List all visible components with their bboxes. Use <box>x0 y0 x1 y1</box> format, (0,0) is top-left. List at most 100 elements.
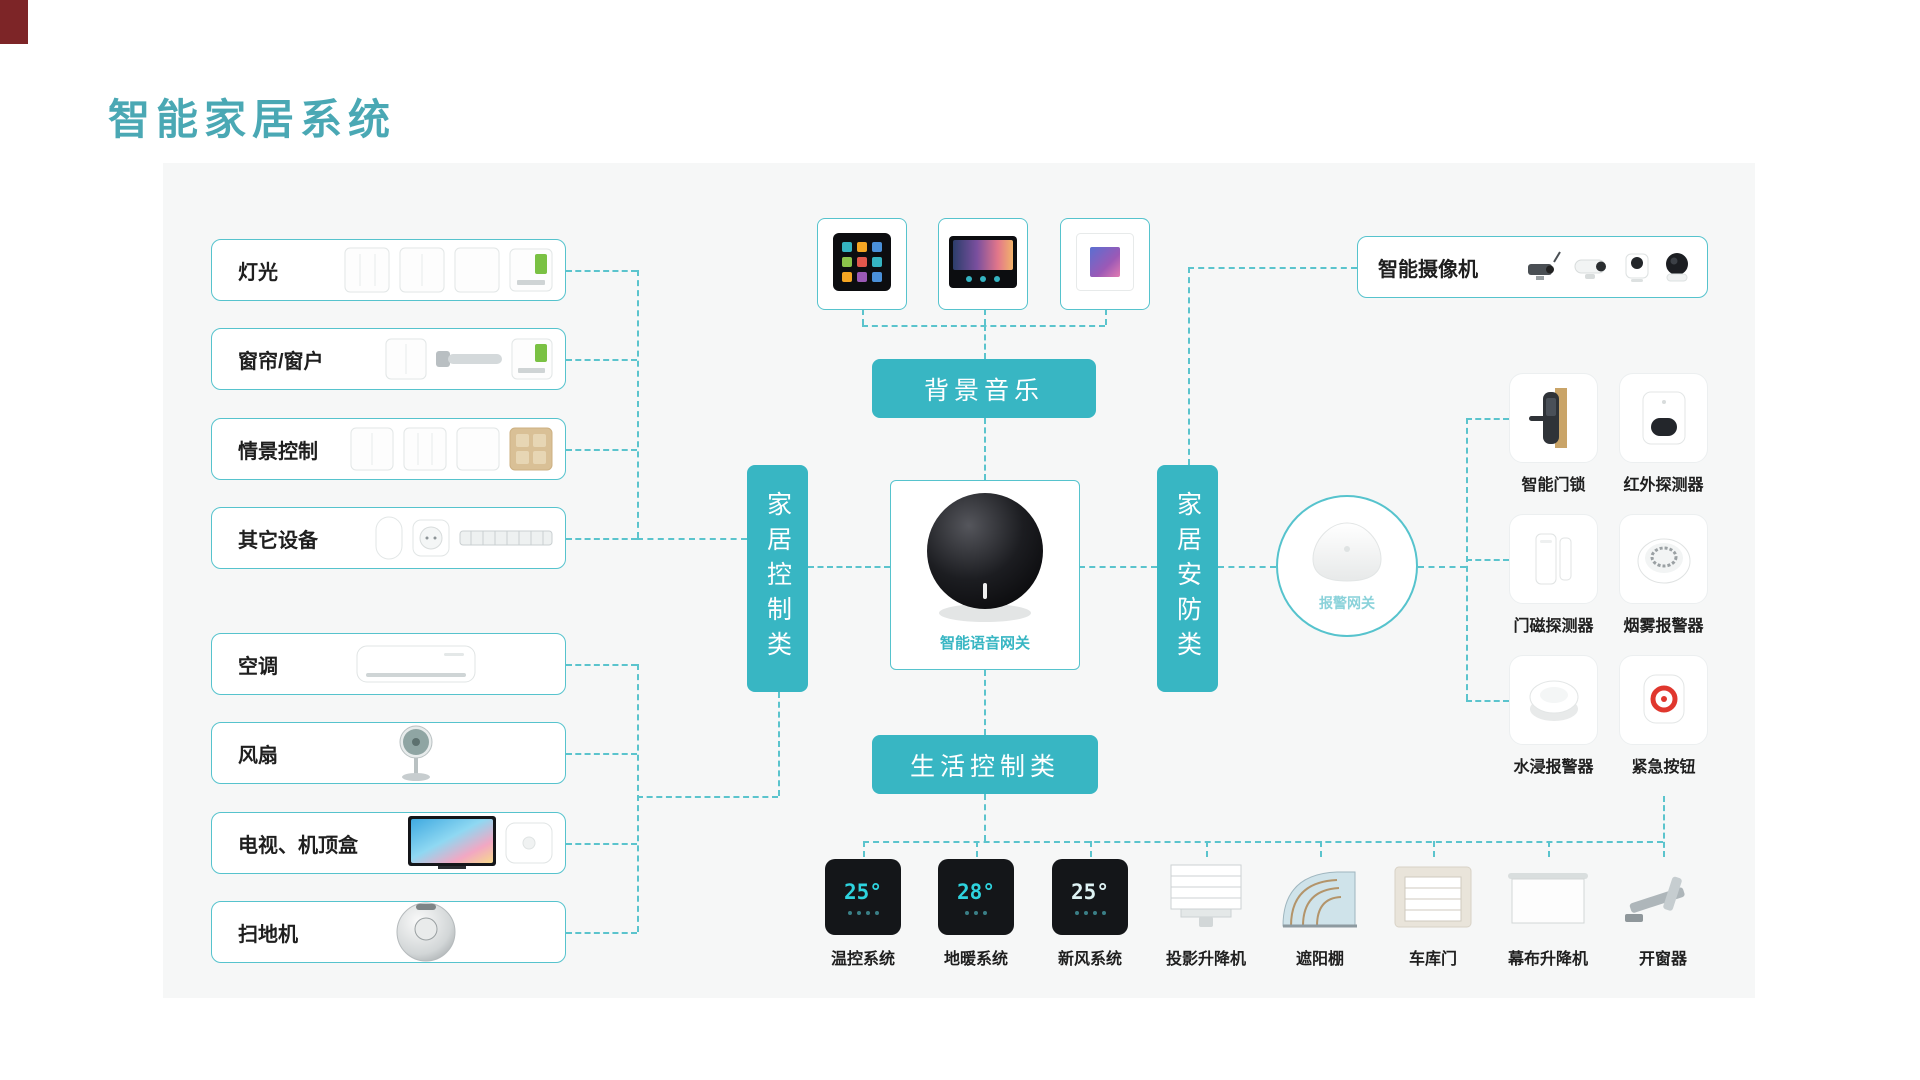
pir-detector-icon <box>1619 373 1708 463</box>
device-thermostat: 25° 温控系统 <box>808 857 918 969</box>
home-security-box: 家居安防类 <box>1157 465 1218 692</box>
touch-panel-photo-icon <box>949 235 1017 293</box>
ac-icons <box>356 645 476 683</box>
tv-icons <box>408 816 553 870</box>
group-label: 窗帘/窗户 <box>238 350 324 373</box>
smart-socket-icon <box>412 519 450 557</box>
water-leak-alarm-icon <box>1509 655 1598 745</box>
camera-panel-label: 智能摄像机 <box>1378 258 1478 281</box>
connector-line <box>862 309 864 325</box>
background-music-box: 背景音乐 <box>872 359 1096 418</box>
connector-line <box>1320 841 1322 857</box>
camera-panel: 智能摄像机 <box>1357 236 1708 298</box>
touch-panel-grid-icon <box>833 232 891 296</box>
voice-gateway-box: 智能语音网关 <box>890 480 1080 670</box>
group-label: 电视、机顶盒 <box>238 834 358 857</box>
group-label: 空调 <box>238 655 278 678</box>
group-lighting: 灯光 <box>211 239 566 301</box>
vacuum-icons <box>396 902 456 962</box>
connector-line <box>863 841 865 857</box>
scene-panel-icon <box>350 427 394 471</box>
thermostat-display: 25° <box>1071 879 1109 904</box>
group-tv-settop: 电视、机顶盒 <box>211 812 566 874</box>
connector-line <box>566 843 637 845</box>
device-label: 温控系统 <box>830 951 895 968</box>
device-door-magnet: 门磁探测器 <box>1509 514 1598 636</box>
control-panel-apps <box>817 218 907 310</box>
connector-line <box>1433 841 1435 857</box>
lighting-icons <box>344 247 553 293</box>
settop-box-icon <box>505 822 553 864</box>
connector-line <box>566 270 637 272</box>
connector-line <box>566 449 637 451</box>
device-pir-detector: 红外探测器 <box>1619 373 1708 495</box>
curtain-switch-icon <box>385 338 427 380</box>
scene-icons <box>350 427 553 471</box>
device-label: 开窗器 <box>1638 951 1687 968</box>
device-label: 地暖系统 <box>943 951 1008 968</box>
thermostat-dots <box>965 910 987 915</box>
background-music-label: 背景音乐 <box>923 376 1044 405</box>
connector-line <box>984 325 986 359</box>
fresh-air-panel-icon: 25° <box>1052 857 1128 937</box>
connector-line <box>1466 559 1509 561</box>
device-label: 新风系统 <box>1057 951 1122 968</box>
connector-line <box>1663 796 1665 857</box>
sensor-pebble-icon <box>375 516 403 560</box>
drying-rack-icon <box>459 528 553 548</box>
thermostat-dots <box>847 910 879 915</box>
connector-line <box>566 359 637 361</box>
floor-heating-panel-icon: 28° <box>938 857 1014 937</box>
group-curtains: 窗帘/窗户 <box>211 328 566 390</box>
group-label: 风扇 <box>238 744 278 767</box>
device-garage-door: 车库门 <box>1378 857 1488 969</box>
relay-module-icon <box>509 248 553 292</box>
window-opener-icon <box>1621 857 1705 937</box>
scene-panel-icon <box>456 427 500 471</box>
connector-line <box>863 841 1663 843</box>
connector-line <box>1188 267 1190 465</box>
alarm-gateway-device-icon <box>1307 519 1387 590</box>
wall-switch-3gang-icon <box>344 247 390 293</box>
voice-gateway-device-icon <box>925 491 1045 630</box>
device-label: 门磁探测器 <box>1513 618 1594 635</box>
thermostat-display: 25° <box>844 879 882 904</box>
sos-button-icon <box>1619 655 1708 745</box>
home-control-label: 家居控制类 <box>763 491 792 666</box>
life-control-label: 生活控制类 <box>909 752 1060 781</box>
wood-scene-panel-icon <box>509 427 553 471</box>
corner-mark <box>0 0 28 44</box>
device-awning: 遮阳棚 <box>1265 857 1375 969</box>
page-title: 智能家居系统 <box>108 98 397 144</box>
outdoor-camera-icon <box>1526 250 1564 284</box>
control-panel-scene <box>938 218 1028 310</box>
connector-line <box>637 796 778 798</box>
device-label: 烟雾报警器 <box>1623 618 1704 635</box>
voice-gateway-label: 智能语音网关 <box>939 635 1030 652</box>
robot-vacuum-icon <box>396 902 456 962</box>
group-other-devices: 其它设备 <box>211 507 566 569</box>
device-projector-lift: 投影升降机 <box>1151 857 1261 969</box>
awning-icon <box>1277 857 1363 937</box>
connector-line <box>566 538 637 540</box>
life-control-box: 生活控制类 <box>872 735 1098 794</box>
connector-line <box>1079 566 1157 568</box>
group-label: 扫地机 <box>238 923 298 946</box>
group-label: 灯光 <box>238 261 278 284</box>
device-label: 投影升降机 <box>1165 951 1246 968</box>
door-lock-icon <box>1509 373 1598 463</box>
alarm-gateway-circle: 报警网关 <box>1276 495 1418 637</box>
garage-door-icon <box>1393 857 1473 937</box>
group-fan: 风扇 <box>211 722 566 784</box>
device-floor-heating: 28° 地暖系统 <box>921 857 1031 969</box>
connector-line <box>778 692 780 796</box>
smoke-alarm-icon <box>1619 514 1708 604</box>
connector-line <box>862 325 1105 327</box>
touch-panel-mini-icon <box>1076 232 1134 296</box>
connector-line <box>984 309 986 325</box>
projector-lift-icon <box>1165 857 1247 937</box>
bullet-camera-icon <box>1573 250 1613 284</box>
standing-fan-icon <box>394 724 438 782</box>
connector-line <box>1090 841 1092 857</box>
alarm-gateway-label: 报警网关 <box>1319 595 1375 611</box>
